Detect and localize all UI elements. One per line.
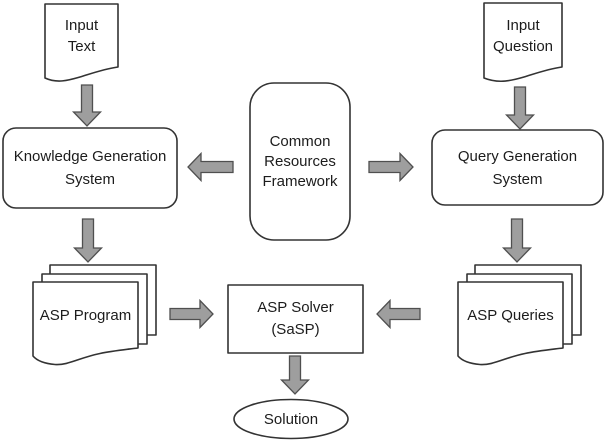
node-label-line: Query Generation <box>457 147 578 165</box>
node-label-line: ASP Queries <box>467 306 554 324</box>
arrow-crf-to-kgs <box>187 151 234 183</box>
asp-program-label: ASP Program <box>33 284 138 346</box>
arrow-asp-program-to-solver <box>169 298 214 330</box>
input-text-document-shape <box>44 3 119 82</box>
node-label-line: Question <box>492 38 554 55</box>
node-label-line: ASP Solver <box>257 299 334 316</box>
common-resources-framework-box-shape <box>249 82 351 241</box>
arrow-input-text-to-kgs <box>71 84 103 127</box>
asp-solver-label: ASP Solver (SaSP) <box>228 285 363 353</box>
asp-queries-document-shape <box>457 281 564 366</box>
node-label-line: System <box>492 170 543 188</box>
node-label-line: Common <box>269 132 331 150</box>
node-label-line: Solution <box>263 410 319 428</box>
asp-solver-box-shape <box>227 284 364 354</box>
arrow-kgs-to-asp-program <box>72 218 104 263</box>
common-resources-framework-label: Common Resources Framework <box>250 83 350 240</box>
node-label-line: Framework <box>262 172 338 190</box>
solution-ellipse-shape <box>233 398 349 440</box>
arrow-solver-to-solution <box>279 355 311 395</box>
arrow-asp-queries-to-solver <box>376 298 421 330</box>
node-label-line: Knowledge Generation <box>13 148 167 165</box>
solution-label: Solution <box>234 400 348 438</box>
arrow-qgs-to-asp-queries <box>501 218 533 263</box>
node-label-line: (SaSP) <box>271 321 320 338</box>
input-question-document-shape <box>483 2 563 83</box>
asp-queries-label: ASP Queries <box>458 284 563 346</box>
asp-program-document-shape <box>32 281 139 366</box>
knowledge-generation-system-label: Knowledge Generation System <box>3 128 177 208</box>
arrow-crf-to-qgs <box>368 151 414 183</box>
query-generation-system-box-shape <box>431 129 604 206</box>
node-label-line: ASP Program <box>39 306 132 324</box>
node-label-line: System <box>64 171 115 188</box>
node-label-line: Input <box>506 17 540 34</box>
input-text-label: Input Text <box>45 10 118 62</box>
arrow-input-question-to-qgs <box>504 86 536 130</box>
input-question-label: Input Question <box>484 8 562 64</box>
knowledge-generation-system-box-shape <box>2 127 178 209</box>
node-label-line: Text <box>67 38 96 55</box>
query-generation-system-label: Query Generation System <box>432 130 603 205</box>
node-label-line: Input <box>64 17 99 34</box>
node-label-line: Resources <box>264 152 336 170</box>
